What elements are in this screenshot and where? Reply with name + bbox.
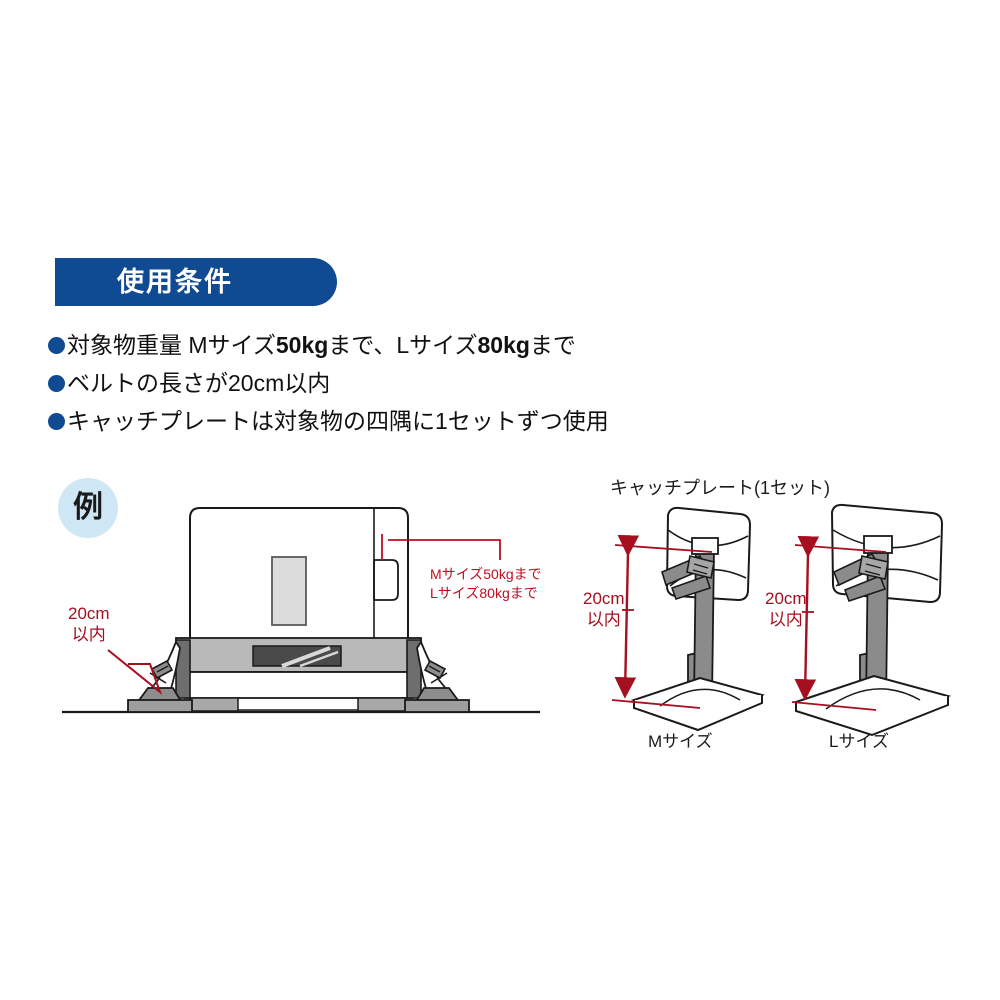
example-badge: 例 [58, 478, 118, 538]
weight-leader-line [388, 539, 501, 560]
appliance-body [189, 507, 409, 641]
base-shoulder-right [406, 639, 422, 699]
plate-wedge-right [413, 687, 462, 704]
base-band [175, 637, 422, 673]
monitor-m-base-curve [659, 688, 741, 707]
catch-plate-title: キャッチプレート(1セット) [610, 478, 830, 498]
stand-foot-right [357, 697, 407, 712]
monitor-m-curve-bottom [669, 568, 747, 587]
stand-m-dimension-label: 20cm 以内 [583, 588, 625, 630]
strap-m-upper [661, 554, 708, 587]
monitor-m-bracket [691, 537, 719, 555]
base-shoulder-left [175, 639, 191, 699]
plate-wedge-left [135, 687, 184, 704]
stand-l-size-label: Lサイズ [829, 732, 889, 751]
buckle-m-slot2 [692, 569, 708, 575]
buckle-m [686, 555, 715, 579]
strap-l-upper [832, 552, 881, 587]
belt-dimension-line-2: 以内 [71, 625, 106, 644]
belt-dimension-label: 20cm 以内 [68, 603, 110, 645]
condition-text-3: キャッチプレートは対象物の四隅に1セットずつ使用 [67, 408, 609, 434]
condition-1-tail: まで [529, 332, 576, 358]
condition-1-strong-2: 80kg [477, 332, 530, 358]
base-window [252, 645, 342, 667]
stand-m-dimension-line-2: 以内 [586, 610, 621, 629]
stand-l-dimension-label: 20cm 以内 [765, 588, 807, 630]
belt-right [416, 640, 449, 693]
condition-text-1: 対象物重量 Mサイズ50kgまで、Lサイズ80kgまで [67, 330, 576, 361]
monitor-m-shell [665, 506, 752, 602]
buckle-l-slot1 [865, 563, 882, 569]
list-item: ベルトの長さが20cm以内 [48, 368, 748, 400]
bullet-dot-icon [48, 375, 65, 392]
monitor-m-base [630, 676, 766, 724]
weight-annotation-line-2: Lサイズ80kgまで [430, 585, 538, 601]
section-banner-label: 使用条件 [117, 266, 233, 297]
belt-tail-right [430, 672, 448, 684]
stand-foot-left [189, 697, 239, 712]
condition-1-mid: まで、Lサイズ [328, 332, 478, 358]
condition-1-strong-1: 50kg [275, 332, 329, 358]
dim-m-ext-bottom [611, 699, 701, 709]
dim-m-ext-top [614, 544, 713, 553]
buckle-right-detail [428, 665, 441, 673]
conditions-list: 対象物重量 Mサイズ50kgまで、Lサイズ80kgまで ベルトの長さが20cm以… [48, 330, 748, 444]
buckle-l-slot2 [864, 570, 881, 576]
buckle-l [858, 555, 889, 580]
plate-base-left [127, 699, 193, 713]
buckle-left-detail [156, 665, 169, 673]
list-item: 対象物重量 Mサイズ50kgまで、Lサイズ80kgまで [48, 330, 748, 362]
monitor-l-base [792, 674, 952, 728]
monitor-l-curve-bottom [835, 568, 939, 587]
condition-text-2: ベルトの長さが20cm以内 [67, 370, 331, 396]
catch-plate-right [404, 640, 470, 713]
dim-m-arrow [614, 534, 640, 699]
weight-annotation-line-1: Mサイズ50kgまで [430, 566, 542, 582]
monitor-m-column [687, 648, 711, 705]
monitor-l-base-curve [825, 688, 921, 710]
stand-l-dimension-line-1: 20cm [765, 589, 807, 608]
appliance-handle [373, 559, 399, 601]
monitor-l-neck [865, 545, 889, 707]
dim-l-ext-bottom [791, 701, 877, 711]
monitor-m-neck [693, 544, 715, 702]
monitor-m-base-edge [633, 695, 763, 732]
stand-l-dimension-line-2: 以内 [768, 610, 803, 629]
bullet-dot-icon [48, 413, 65, 430]
belt-left [148, 640, 181, 693]
appliance-panel [271, 556, 307, 626]
buckle-m-slot1 [693, 563, 709, 569]
weight-annotation: Mサイズ50kgまで Lサイズ80kgまで [430, 565, 542, 603]
stand-l-illustration [791, 503, 952, 737]
catch-plate-left [127, 640, 193, 713]
list-item: キャッチプレートは対象物の四隅に1セットずつ使用 [48, 406, 748, 438]
stand-m-size-label: Mサイズ [648, 732, 713, 751]
base-lower [184, 671, 414, 699]
strap-m-lower [670, 574, 712, 600]
belt-dimension-line-1: 20cm [68, 604, 110, 623]
strap-l-lower [843, 574, 887, 603]
monitor-m-curve-top [667, 529, 749, 547]
condition-1-lead: 対象物重量 Mサイズ [67, 332, 276, 358]
section-banner: 使用条件 [55, 258, 337, 306]
plate-base-right [404, 699, 470, 713]
example-badge-label: 例 [73, 491, 103, 524]
belt-dimension-leader [107, 649, 163, 696]
buckle-right [423, 659, 447, 680]
stand-m-illustration [611, 506, 766, 732]
window-highlight-2 [299, 650, 339, 668]
monitor-l-bracket [863, 535, 893, 554]
monitor-l-column [859, 648, 885, 711]
stand-m-dimension-line-1: 20cm [583, 589, 625, 608]
buckle-left [150, 659, 174, 680]
monitor-l-shell [830, 503, 944, 604]
dim-l-ext-top [794, 544, 887, 553]
monitor-l-curve-top [832, 529, 941, 549]
example-scene [62, 507, 540, 714]
window-highlight-1 [281, 646, 331, 668]
bullet-dot-icon [48, 337, 65, 354]
belt-tail-left [149, 672, 167, 684]
